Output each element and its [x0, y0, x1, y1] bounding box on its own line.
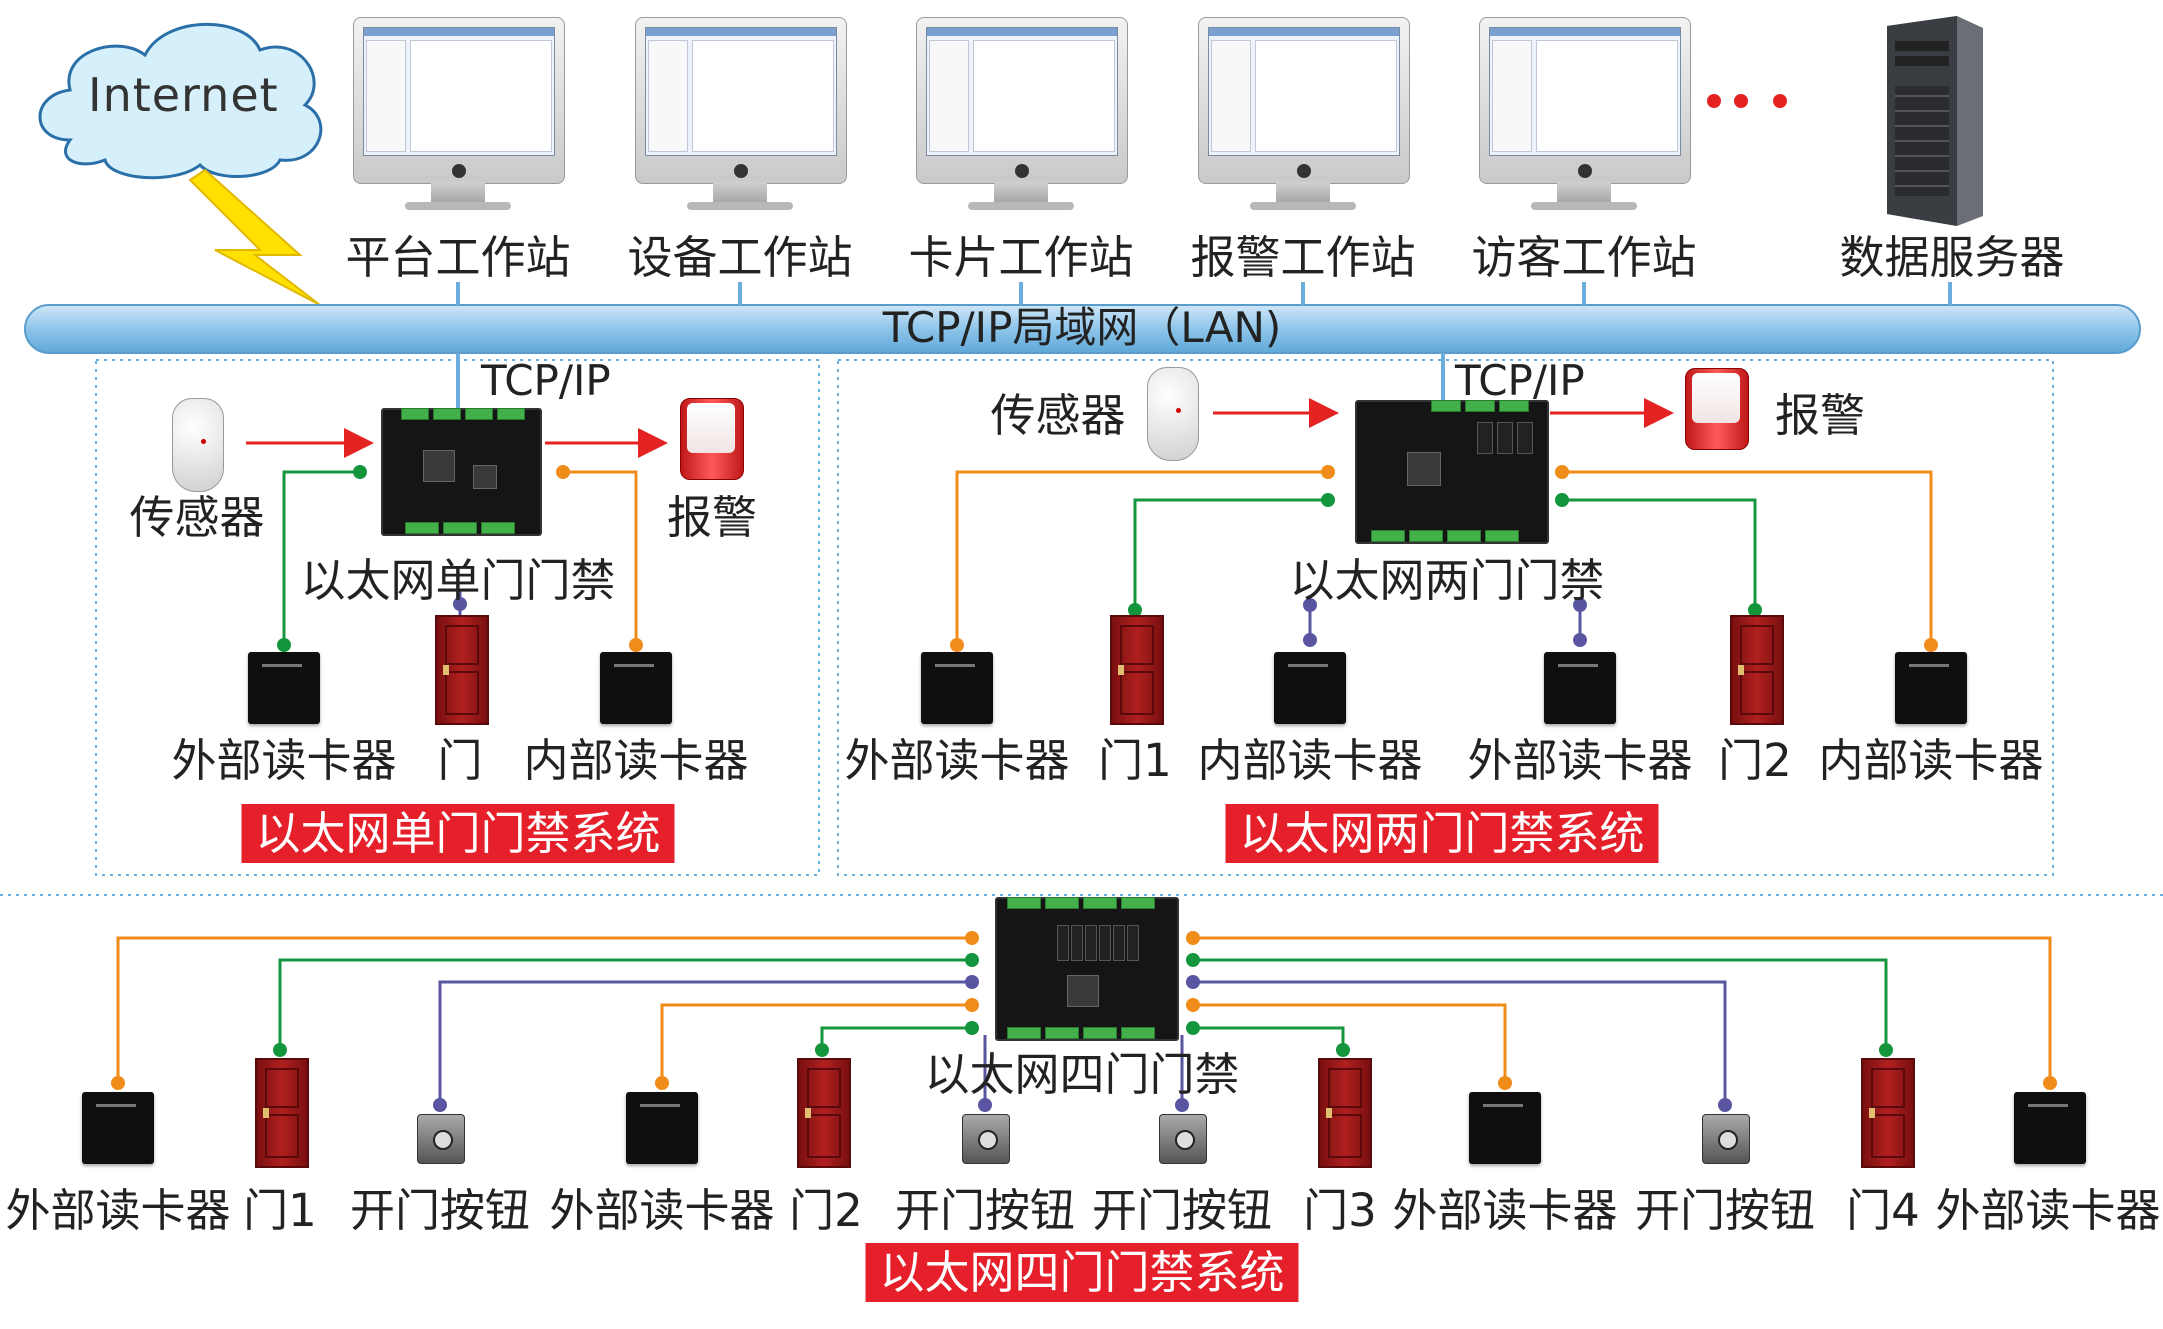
workstation-label: 报警工作站 [1190, 231, 1416, 284]
door-icon [1110, 615, 1164, 725]
workstation-label: 卡片工作站 [908, 231, 1134, 284]
door-icon [435, 615, 489, 725]
device-label: 开门按钮 [1091, 1184, 1273, 1237]
card-reader-icon [82, 1092, 154, 1164]
door-icon [1318, 1058, 1372, 1168]
exit-button-icon [1702, 1114, 1750, 1164]
system-title-badge: 以太网两门门禁系统 [1225, 804, 1659, 863]
card-reader-icon [1895, 652, 1967, 724]
outer-reader-label: 外部读卡器 [171, 734, 397, 787]
workstation-label: 平台工作站 [345, 231, 571, 284]
alarm-label: 报警 [666, 491, 758, 544]
sensor-label: 传感器 [129, 491, 265, 544]
four-door-controller [995, 897, 1179, 1041]
door-icon [1730, 615, 1784, 725]
sensor-label: 传感器 [990, 389, 1126, 442]
exit-button-icon [962, 1114, 1010, 1164]
door-icon [797, 1058, 851, 1168]
alarm-label: 报警 [1774, 389, 1866, 442]
device-label: 门1 [243, 1184, 317, 1237]
device-label: 门3 [1303, 1184, 1377, 1237]
card-reader-icon [1469, 1092, 1541, 1164]
device-label: 内部读卡器 [1197, 734, 1423, 787]
device-label: 内部读卡器 [1818, 734, 2044, 787]
lightning-icon [188, 168, 321, 306]
device-label: 外部读卡器 [844, 734, 1070, 787]
system-title-badge: 以太网单门门禁系统 [241, 804, 675, 863]
monitor-icon [1198, 17, 1410, 217]
monitor-icon [635, 17, 847, 217]
controller-label: 以太网单门门禁 [300, 554, 616, 607]
device-label: 外部读卡器 [5, 1184, 231, 1237]
single-door-controller [381, 408, 542, 536]
controller-label: 以太网两门门禁 [1289, 554, 1605, 607]
door-label: 门 [437, 734, 483, 787]
device-label: 开门按钮 [349, 1184, 531, 1237]
exit-button-icon [417, 1114, 465, 1164]
monitor-icon [916, 17, 1128, 217]
server-label: 数据服务器 [1839, 231, 2065, 284]
workstation-label: 访客工作站 [1471, 231, 1697, 284]
exit-button-icon [1159, 1114, 1207, 1164]
device-label: 外部读卡器 [1392, 1184, 1618, 1237]
door-icon [1861, 1058, 1915, 1168]
alarm-siren-icon [1685, 368, 1749, 450]
sensor-icon [172, 398, 224, 492]
card-reader-icon [2014, 1092, 2086, 1164]
device-label: 外部读卡器 [1467, 734, 1693, 787]
server-icon [1887, 16, 1983, 226]
device-label: 开门按钮 [1634, 1184, 1816, 1237]
tcpip-label: TCP/IP [1455, 356, 1585, 405]
internet-label: Internet [88, 68, 279, 122]
card-reader-icon [1544, 652, 1616, 724]
device-label: 门2 [1718, 734, 1792, 787]
workstation-label: 设备工作站 [627, 231, 853, 284]
controller-label: 以太网四门门禁 [924, 1048, 1240, 1101]
tcpip-label: TCP/IP [481, 356, 611, 405]
lan-bus [24, 304, 2141, 354]
card-reader-icon [600, 652, 672, 724]
door-icon [255, 1058, 309, 1168]
sensor-icon [1147, 367, 1199, 461]
card-reader-icon [1274, 652, 1346, 724]
alarm-siren-icon [680, 398, 744, 480]
monitor-icon [1479, 17, 1691, 217]
device-label: 门4 [1846, 1184, 1920, 1237]
device-label: 外部读卡器 [1935, 1184, 2161, 1237]
card-reader-icon [626, 1092, 698, 1164]
lan-label: TCP/IP局域网（LAN) [882, 303, 1282, 352]
device-label: 开门按钮 [894, 1184, 1076, 1237]
system-title-badge: 以太网四门门禁系统 [865, 1243, 1299, 1302]
monitor-icon [353, 17, 565, 217]
two-door-controller [1355, 400, 1549, 544]
device-label: 外部读卡器 [549, 1184, 775, 1237]
card-reader-icon [248, 652, 320, 724]
device-label: 门2 [789, 1184, 863, 1237]
internet-cloud [38, 22, 323, 180]
card-reader-icon [921, 652, 993, 724]
inner-reader-label: 内部读卡器 [523, 734, 749, 787]
device-label: 门1 [1098, 734, 1172, 787]
